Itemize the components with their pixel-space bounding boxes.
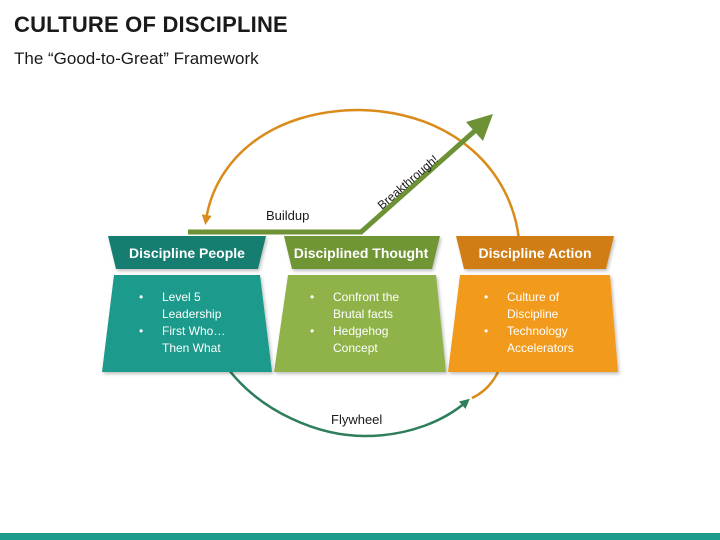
bullet-text: First Who…	[162, 324, 225, 338]
breakthrough-arrow-shaft	[358, 126, 480, 235]
heading-people: Discipline People	[129, 245, 245, 261]
slide-subtitle: The “Good-to-Great” Framework	[14, 49, 259, 68]
bullet-dot: •	[310, 290, 314, 304]
bullet-dot: •	[310, 324, 314, 338]
bullet-text: Hedgehog	[333, 324, 388, 338]
bullet-text: Discipline	[507, 307, 559, 321]
heading-action: Discipline Action	[478, 245, 591, 261]
breakthrough-arrow-head	[466, 114, 493, 141]
flywheel-label: Flywheel	[331, 412, 382, 427]
column-discipline-action	[448, 236, 618, 372]
column-disciplined-thought	[274, 236, 446, 372]
bullet-text: Culture of	[507, 290, 560, 304]
flywheel-arc	[228, 369, 470, 438]
bullet-dot: •	[484, 290, 488, 304]
bottom-right-arc	[471, 371, 500, 400]
bullet-text: Brutal facts	[333, 307, 393, 321]
bullet-dot: •	[139, 324, 143, 338]
bullet-dot: •	[484, 324, 488, 338]
column-header-action	[456, 236, 614, 269]
bullet-text: Level 5	[162, 290, 201, 304]
breakthrough-label: Breakthrough!	[375, 152, 441, 212]
column-header-thought	[284, 236, 440, 269]
column-body-thought	[274, 275, 446, 372]
column-body-action	[448, 275, 618, 372]
bullet-text: Confront the	[333, 290, 399, 304]
top-cycle-arc	[201, 108, 521, 241]
slide-title: CULTURE OF DISCIPLINE	[14, 12, 288, 37]
bullet-text: Concept	[333, 341, 378, 355]
bullets-action: • Culture of Discipline • Technology Acc…	[484, 290, 574, 355]
bullets-thought: • Confront the Brutal facts • Hedgehog C…	[310, 290, 399, 355]
column-body-people	[102, 275, 272, 372]
column-discipline-people	[102, 236, 272, 372]
heading-thought: Disciplined Thought	[294, 245, 429, 261]
bullet-dot: •	[139, 290, 143, 304]
bottom-accent-bar	[0, 533, 720, 540]
bullet-text: Leadership	[162, 307, 222, 321]
bullet-text: Technology	[507, 324, 568, 338]
bullet-text: Then What	[162, 341, 221, 355]
buildup-label: Buildup	[266, 208, 309, 223]
column-header-people	[108, 236, 266, 269]
bullet-text: Accelerators	[507, 341, 574, 355]
bullets-people: • Level 5 Leadership • First Who… Then W…	[139, 290, 225, 355]
